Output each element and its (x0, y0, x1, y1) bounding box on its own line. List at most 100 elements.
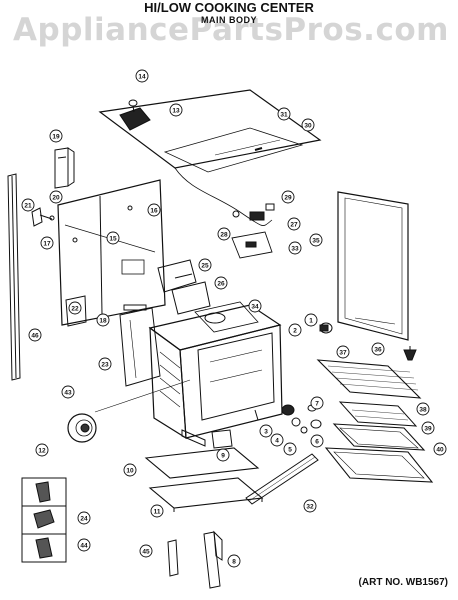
mounting-bracket (157, 259, 211, 315)
callout-label: 1 (309, 318, 313, 325)
callout-18: 18 (96, 313, 110, 327)
bottom-trays (144, 447, 264, 512)
callout-circle (248, 299, 262, 313)
callout-label: 43 (64, 390, 72, 397)
callout-label: 14 (138, 74, 146, 81)
callout-17: 17 (40, 236, 54, 250)
control-knobs (281, 322, 333, 434)
callout-circle (281, 190, 295, 204)
callout-2: 2 (288, 323, 302, 337)
callout-circle (310, 396, 324, 410)
callout-circle (214, 276, 228, 290)
callout-38: 38 (416, 402, 430, 416)
callout-label: 18 (99, 318, 107, 325)
callout-circle (421, 421, 435, 435)
callout-label: 7 (315, 401, 319, 408)
callout-circle (270, 433, 284, 447)
callout-label: 31 (280, 112, 288, 119)
callout-label: 25 (201, 263, 209, 270)
callout-6: 6 (310, 434, 324, 448)
callout-circle (49, 190, 63, 204)
callout-circle (98, 357, 112, 371)
callout-circle (21, 198, 35, 212)
callout-circle (77, 511, 91, 525)
callout-8: 8 (227, 554, 241, 568)
callout-circle (301, 118, 315, 132)
callout-circle (217, 227, 231, 241)
callout-circle (106, 231, 120, 245)
callout-31: 31 (277, 107, 291, 121)
side-frame (119, 304, 161, 387)
callout-9: 9 (216, 448, 230, 462)
callout-label: 9 (221, 453, 225, 460)
callout-label: 23 (101, 362, 109, 369)
callout-label: 4 (275, 438, 279, 445)
callout-label: 26 (217, 281, 225, 288)
callout-label: 22 (71, 306, 79, 313)
callout-circle (283, 442, 297, 456)
callout-circle (139, 544, 153, 558)
oven-cavity-body (148, 301, 283, 447)
callout-12: 12 (35, 443, 49, 457)
callout-label: 6 (315, 439, 319, 446)
callout-46: 46 (28, 328, 42, 342)
callout-label: 36 (374, 347, 382, 354)
callout-circle (147, 203, 161, 217)
callout-circle (216, 448, 230, 462)
callout-19: 19 (49, 129, 63, 143)
callout-10: 10 (123, 463, 137, 477)
callout-5: 5 (283, 442, 297, 456)
callout-label: 10 (126, 468, 134, 475)
callout-circle (135, 69, 149, 83)
callout-25: 25 (198, 258, 212, 272)
drawer-slide-rail (245, 453, 319, 505)
control-bracket (54, 147, 75, 189)
control-knob-part (119, 99, 151, 131)
callout-32: 32 (303, 499, 317, 513)
callout-30: 30 (301, 118, 315, 132)
callout-circle (416, 402, 430, 416)
broiler-pan-set (324, 401, 434, 483)
callout-15: 15 (106, 231, 120, 245)
oven-rack (316, 359, 422, 399)
callout-11: 11 (150, 504, 164, 518)
callout-label: 32 (306, 504, 314, 511)
callout-21: 21 (21, 198, 35, 212)
callout-23: 23 (98, 357, 112, 371)
callout-circle (309, 233, 323, 247)
callout-27: 27 (287, 217, 301, 231)
callout-37: 37 (336, 345, 350, 359)
callout-40: 40 (433, 442, 447, 456)
callout-label: 46 (31, 333, 39, 340)
callout-label: 2 (293, 328, 297, 335)
callout-label: 5 (288, 447, 292, 454)
callout-label: 24 (80, 516, 88, 523)
callout-circle (35, 443, 49, 457)
callout-26: 26 (214, 276, 228, 290)
callout-36: 36 (371, 342, 385, 356)
callout-circle (96, 313, 110, 327)
callout-label: 35 (312, 238, 320, 245)
callout-1: 1 (304, 313, 318, 327)
callout-circle (303, 499, 317, 513)
callout-16: 16 (147, 203, 161, 217)
diagram-subtitle: MAIN BODY (201, 15, 257, 25)
callout-43: 43 (61, 385, 75, 399)
callout-label: 29 (284, 195, 292, 202)
callout-circle (169, 103, 183, 117)
callout-label: 39 (424, 426, 432, 433)
callout-29: 29 (281, 190, 295, 204)
callout-label: 44 (80, 543, 88, 550)
small-clips (31, 207, 55, 227)
top-cover-panel (98, 89, 322, 173)
callout-3: 3 (259, 424, 273, 438)
callout-20: 20 (49, 190, 63, 204)
callout-label: 17 (43, 241, 51, 248)
callout-circle (259, 424, 273, 438)
callout-label: 12 (38, 448, 46, 455)
callout-circle (49, 129, 63, 143)
callout-label: 13 (172, 108, 180, 115)
callout-circle (304, 313, 318, 327)
